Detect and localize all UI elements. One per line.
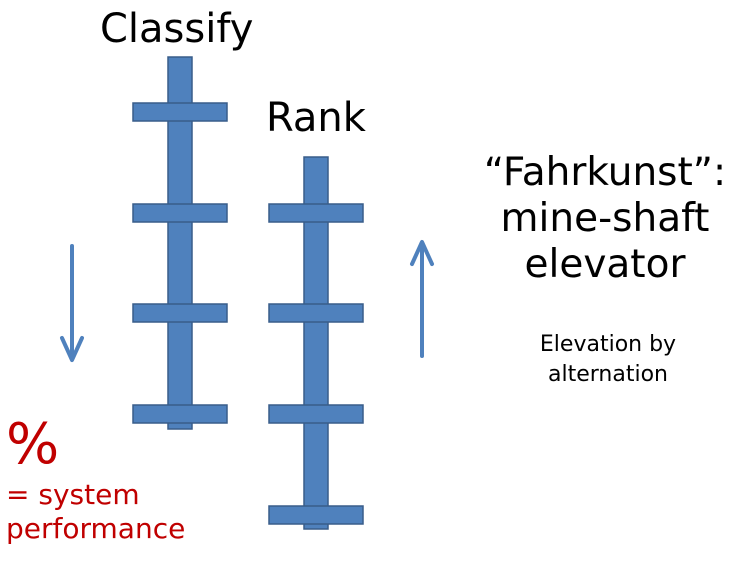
- elevation-caption: Elevation by alternation: [508, 330, 708, 390]
- classify-platform-2: [132, 203, 228, 223]
- rank-title: Rank: [266, 95, 366, 141]
- down-arrow-icon: [60, 244, 84, 362]
- rank-rod: [268, 156, 364, 530]
- percent-line-1: = system: [6, 478, 140, 511]
- headline-line-1: “Fahrkunst”:: [483, 150, 727, 195]
- classify-rod: [132, 56, 228, 430]
- headline-line-2: mine-shaft: [500, 196, 710, 241]
- rank-platform-2: [268, 303, 364, 323]
- fahrkunst-headline: “Fahrkunst”: mine-shaft elevator: [470, 150, 740, 288]
- classify-platform-3: [132, 303, 228, 323]
- system-performance-note: = system performance: [6, 478, 226, 546]
- headline-line-3: elevator: [524, 242, 686, 287]
- percent-symbol: %: [6, 412, 60, 477]
- up-arrow-icon: [410, 240, 434, 358]
- caption-line-1: Elevation by: [539, 332, 677, 357]
- rank-platform-3: [268, 404, 364, 424]
- rank-platform-4: [268, 505, 364, 525]
- classify-title: Classify: [100, 6, 254, 52]
- percent-line-2: performance: [6, 512, 186, 545]
- classify-platform-1: [132, 102, 228, 122]
- caption-line-2: alternation: [548, 362, 668, 387]
- classify-platform-4: [132, 404, 228, 424]
- rank-platform-1: [268, 203, 364, 223]
